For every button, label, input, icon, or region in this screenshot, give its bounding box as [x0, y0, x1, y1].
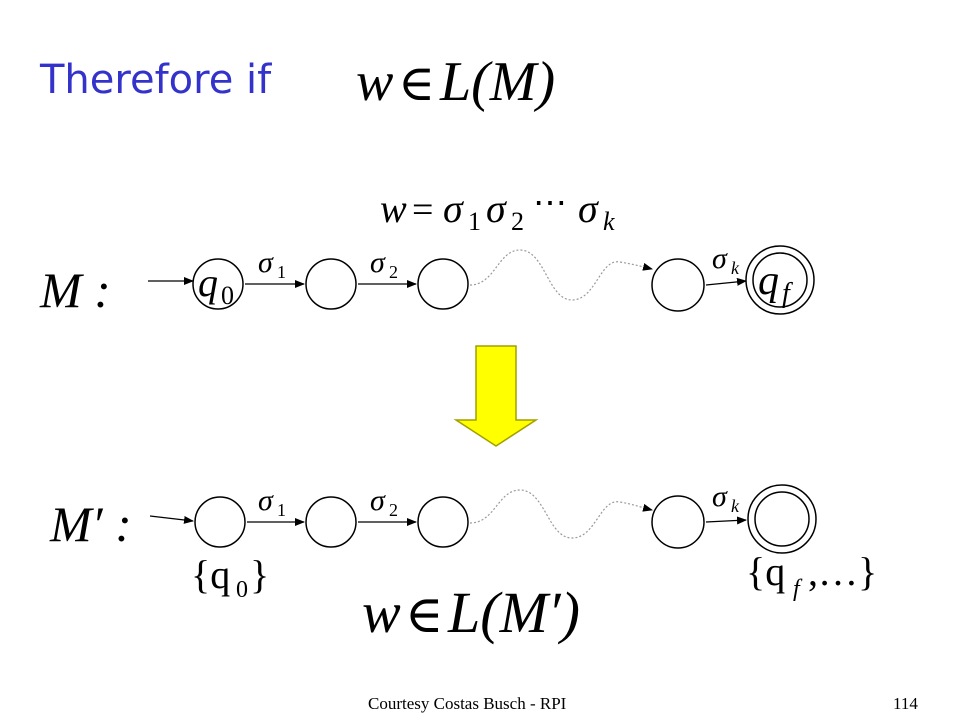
m-qf-sub: f — [782, 278, 793, 309]
m-edge-2-label: σ — [370, 246, 386, 279]
m-edge-2-sub: 2 — [389, 262, 398, 282]
mp-final-set-open: {q — [746, 549, 785, 594]
automaton-m: M : q 0 σ 1 σ 2 σ k q f — [39, 242, 815, 318]
m-edge-k-label: σ — [712, 242, 728, 275]
mp-state-2 — [305, 496, 357, 548]
m-edge-k-sub: k — [731, 258, 740, 278]
mp-state-final-inner — [754, 491, 810, 547]
m-q0-label: q — [198, 260, 218, 305]
mp-edge-1-label: σ — [258, 484, 274, 517]
m-q0-sub: 0 — [221, 281, 234, 310]
mp-start-set-close: } — [250, 552, 269, 597]
mp-start-set-open: {q — [191, 552, 230, 597]
mp-final-set-label: {q f ,…} — [746, 549, 877, 602]
word-sigma-k-sub: k — [603, 207, 615, 236]
mp-start-set-sub: 0 — [236, 577, 248, 603]
conclusion-element-of: ∈ — [405, 587, 444, 644]
heading-language: L(M) — [439, 51, 555, 113]
machine-m-prime-label: M′ : — [49, 496, 132, 552]
mp-start-set-label: {q 0 } — [191, 552, 269, 603]
m-edge-k — [705, 277, 747, 286]
word-w: w — [380, 186, 407, 231]
footer-credit: Courtesy Costas Busch - RPI — [368, 694, 567, 713]
m-state-3 — [417, 258, 469, 310]
mp-edge-1-sub: 1 — [277, 500, 286, 520]
machine-m-label: M : — [39, 262, 111, 318]
word-equals: = — [412, 189, 433, 231]
word-sigma-2: σ — [486, 186, 507, 231]
mp-state-k — [651, 495, 705, 549]
mp-state-0 — [194, 496, 246, 548]
m-omitted-path — [469, 249, 653, 301]
conclusion-w: w — [362, 580, 401, 645]
mp-omitted-path — [469, 489, 653, 539]
word-dots: ⋯ — [533, 185, 567, 222]
m-state-k — [651, 258, 705, 312]
m-edge-1-sub: 1 — [277, 262, 286, 282]
word-sigma-1-sub: 1 — [468, 207, 481, 236]
word-sigma-2-sub: 2 — [511, 207, 524, 236]
heading-formula: w ∈ L(M) — [356, 51, 555, 113]
page-number: 114 — [893, 694, 918, 713]
mp-edge-2-label: σ — [370, 484, 386, 517]
mp-edge-k-label: σ — [712, 480, 728, 513]
conclusion-language: L(M′) — [447, 580, 580, 645]
m-state-qf-inner — [752, 252, 808, 308]
mp-start-arrow — [149, 515, 194, 524]
word-formula: w = σ 1 σ 2 ⋯ σ k — [380, 185, 615, 236]
m-qf-label: q — [758, 258, 779, 304]
m-state-2 — [305, 258, 357, 310]
word-sigma-1: σ — [443, 186, 464, 231]
mp-edge-k-sub: k — [731, 496, 740, 516]
implication-arrow — [453, 345, 539, 447]
m-edge-1-label: σ — [258, 246, 274, 279]
mp-edge-2-sub: 2 — [389, 500, 398, 520]
automaton-m-prime: M′ : {q 0 } σ 1 σ 2 σ k {q f ,…} — [49, 480, 877, 603]
heading-element-of: ∈ — [398, 55, 435, 111]
slide-heading: Therefore if — [39, 57, 272, 103]
conclusion-formula: w ∈ L(M′) — [362, 580, 580, 645]
mp-state-3 — [417, 496, 469, 548]
word-sigma-k: σ — [578, 186, 599, 231]
m-state-q0 — [192, 258, 244, 310]
heading-w: w — [356, 51, 393, 113]
mp-edge-k — [705, 516, 747, 525]
mp-final-set-rest: ,…} — [808, 549, 877, 594]
mp-final-set-sub: f — [793, 576, 803, 602]
